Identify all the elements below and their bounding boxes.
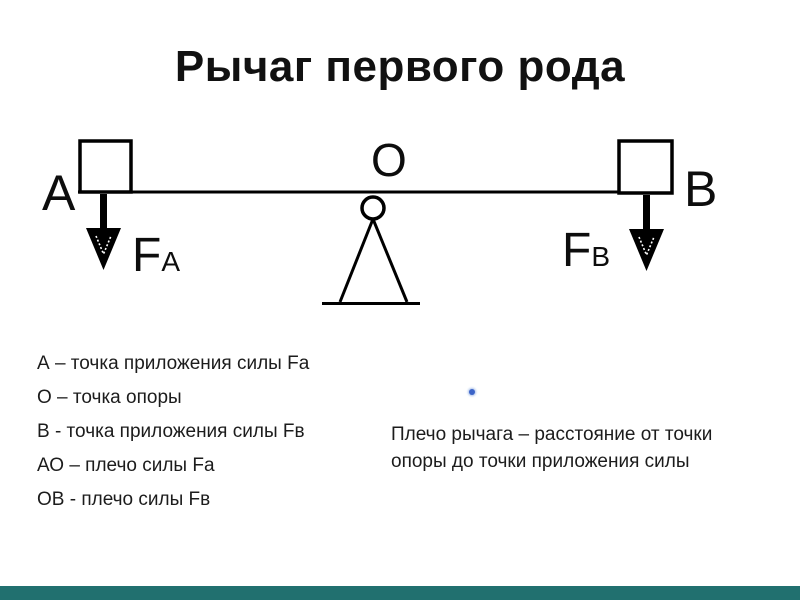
fulcrum-triangle bbox=[322, 218, 420, 305]
fulcrum-pivot-circle bbox=[360, 195, 386, 221]
point-o-label: О bbox=[371, 134, 407, 186]
force-b-label: FВ bbox=[562, 227, 610, 275]
force-arrow-a-icon bbox=[86, 194, 121, 270]
page-title: Рычаг первого рода bbox=[174, 42, 626, 91]
load-box-right bbox=[617, 139, 674, 195]
note-bullet-icon bbox=[469, 389, 475, 395]
definition-item: ОВ - плечо силы Fв bbox=[37, 489, 211, 510]
point-a-label: А bbox=[42, 165, 76, 221]
note-text: Плечо рычага – расстояние от точки опоры… bbox=[391, 424, 713, 472]
definition-item: А – точка приложения силы Fа bbox=[37, 353, 310, 374]
force-b-symbol: F bbox=[562, 224, 592, 277]
definition-item: О – точка опоры bbox=[37, 387, 182, 408]
arrowhead-highlight bbox=[95, 235, 112, 257]
force-a-subscript: А bbox=[161, 246, 181, 277]
force-a-symbol: F bbox=[132, 229, 162, 282]
definitions-list: А – точка приложения силы Fа О – точка о… bbox=[37, 347, 309, 517]
definition-item: АО – плечо силы Fа bbox=[37, 455, 215, 476]
force-arrow-b-icon bbox=[629, 195, 664, 271]
accent-bar bbox=[0, 586, 800, 600]
force-a-label: FА bbox=[132, 232, 180, 280]
point-b-label: В bbox=[684, 161, 718, 217]
force-b-subscript: В bbox=[591, 241, 611, 272]
load-box-left bbox=[78, 139, 133, 194]
arrowhead-highlight bbox=[638, 236, 655, 258]
definition-item: В - точка приложения силы Fв bbox=[37, 421, 305, 442]
